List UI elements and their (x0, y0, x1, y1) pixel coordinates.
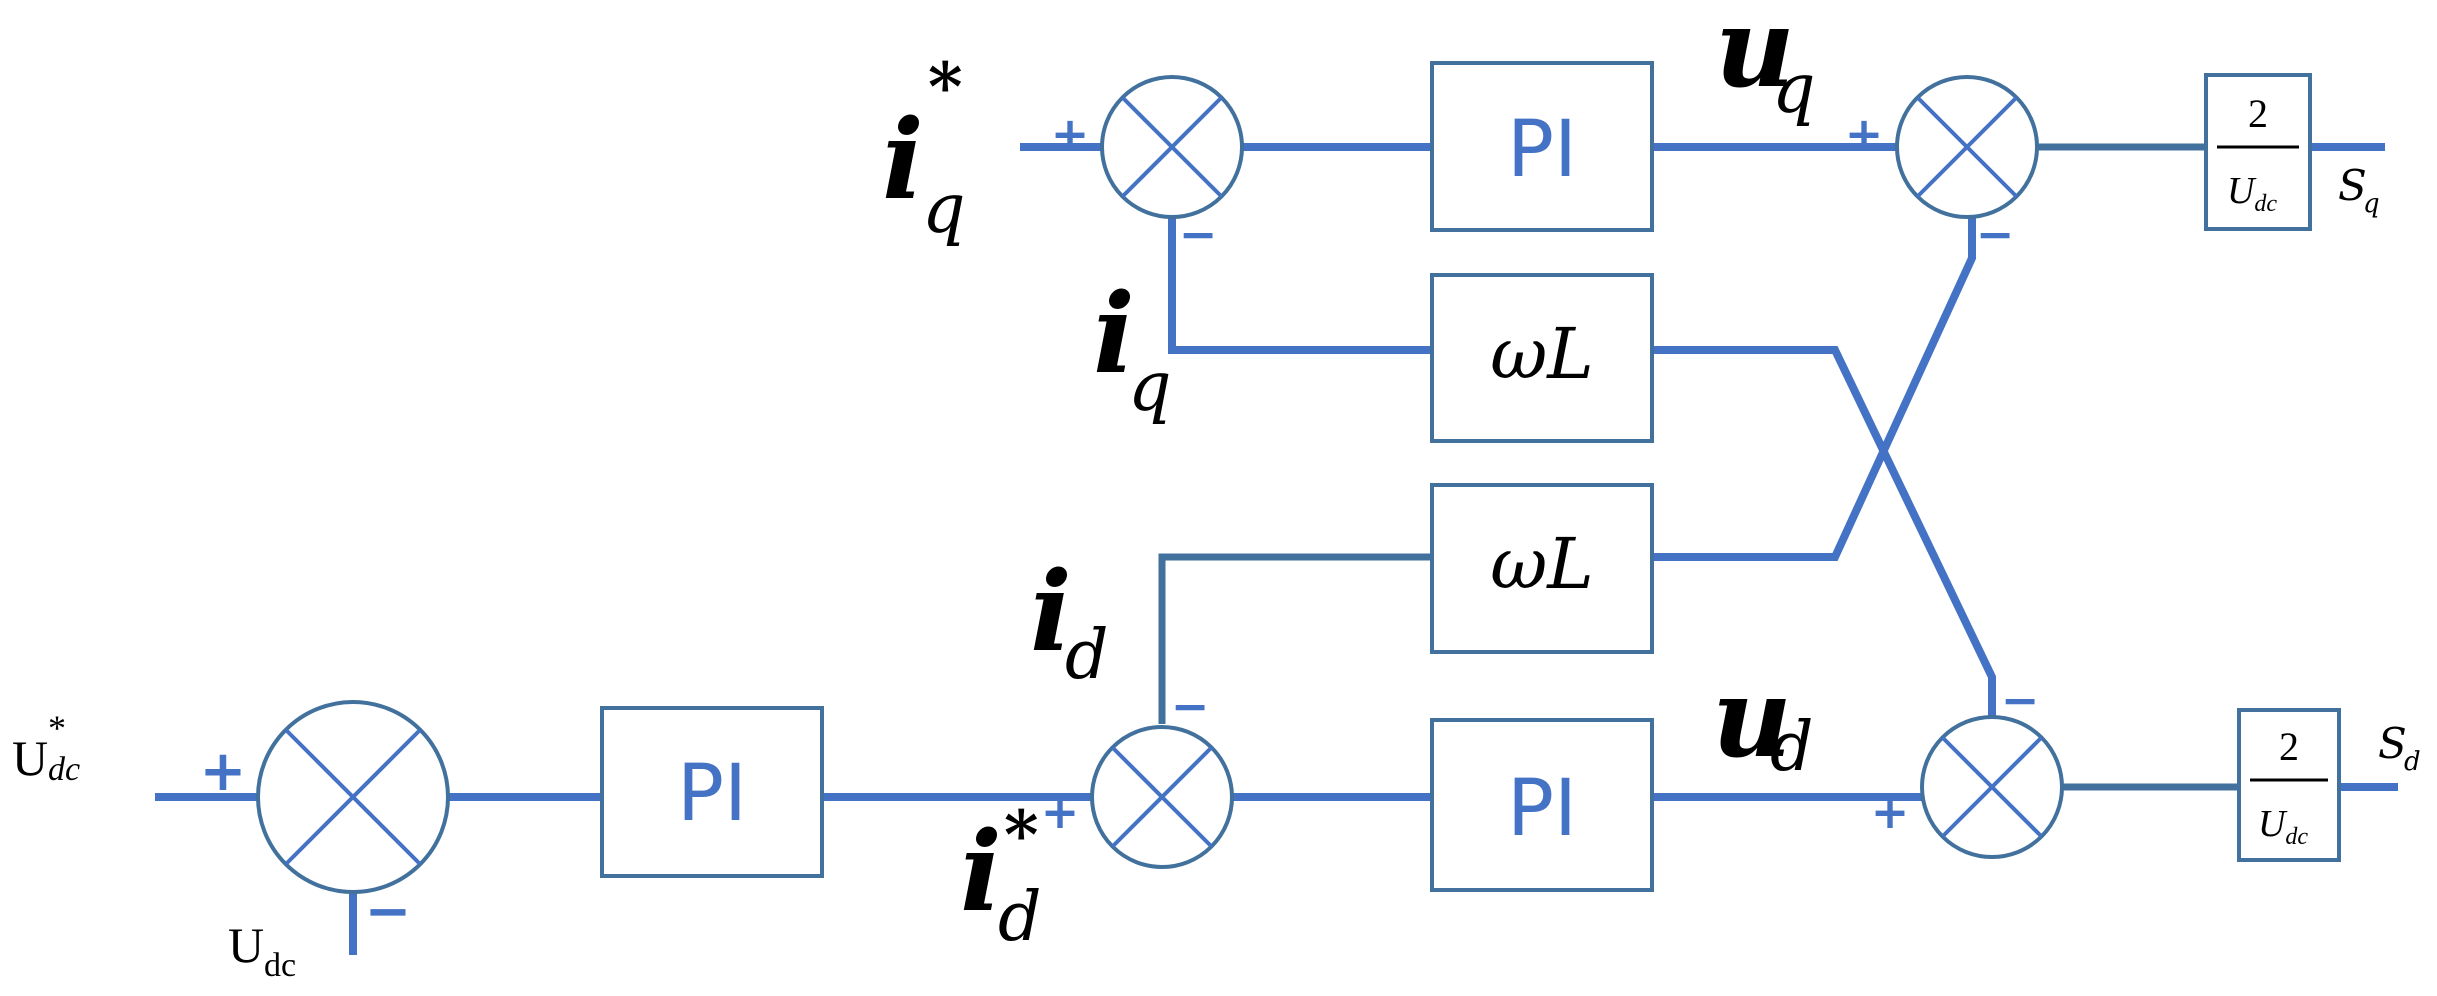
sign-minus-wl-q: − (1976, 207, 2015, 261)
svg-text:q: q (1772, 50, 1816, 129)
sign-plus-udc-ref: + (200, 739, 247, 804)
svg-text:u: u (1715, 0, 1795, 112)
svg-text:d: d (1065, 616, 1109, 695)
summing-junction-ud (1920, 715, 2064, 859)
svg-text:q: q (1128, 348, 1172, 427)
wire-cross-wlq-to-sum-d (1652, 346, 1996, 718)
svg-text:i: i (1093, 269, 1135, 398)
summing-junction-udc (256, 700, 450, 894)
sign-plus-iq-ref: + (1051, 107, 1090, 161)
svg-text:U: U (12, 730, 48, 786)
signs: + − + − + − − + − + (200, 107, 2040, 944)
pi-block-dc-label: PI (677, 749, 747, 839)
wire-cross-wld-to-sum-q (1652, 218, 1976, 561)
summing-junction-iq (1100, 75, 1244, 219)
svg-text:*: * (928, 48, 963, 126)
wl-block-d: ωL (1430, 483, 1654, 654)
svg-text:d: d (998, 878, 1042, 957)
svg-text:U: U (228, 917, 264, 973)
svg-text:S: S (2378, 719, 2407, 768)
pi-block-q-label: PI (1507, 105, 1577, 195)
signal-label-udc-ref: U * dc (12, 708, 80, 788)
sign-minus-id: − (1171, 679, 1210, 733)
svg-text:q: q (922, 170, 966, 249)
svg-text:d: d (1770, 708, 1814, 787)
signal-label-iq: i q (1093, 269, 1172, 427)
gain-block-q: 2 Udc (2204, 73, 2312, 231)
sign-plus-ud: + (1871, 785, 1910, 839)
wl-block-q: ωL (1430, 273, 1654, 443)
wires (155, 143, 2398, 955)
wire-iq-feedback (1168, 218, 1432, 354)
svg-text:u: u (1712, 653, 1792, 782)
gain-q-denominator: Udc (2227, 170, 2277, 217)
sign-plus-uq: + (1845, 107, 1884, 161)
sign-plus-id-ref: + (1041, 785, 1080, 839)
svg-text:*: * (1004, 796, 1039, 874)
wl-block-d-label: ωL (1490, 523, 1594, 605)
svg-text:d: d (2404, 747, 2421, 777)
svg-text:q: q (2363, 189, 2380, 219)
gain-q-numerator: 2 (2248, 91, 2268, 136)
signal-label-id-ref: i * d (960, 796, 1042, 957)
sign-minus-udc: − (365, 879, 412, 944)
svg-text:*: * (48, 708, 66, 748)
wl-block-q-label: ωL (1490, 313, 1594, 395)
pi-block-d: PI (1430, 718, 1654, 892)
signal-label-ud: u d (1712, 653, 1814, 787)
pi-block-dc: PI (600, 706, 824, 878)
summing-junction-uq (1895, 75, 2039, 219)
svg-text:i: i (960, 807, 1002, 936)
gain-d-numerator: 2 (2279, 724, 2299, 769)
signal-label-sq: S q (2338, 161, 2380, 219)
sign-minus-wl-d: − (2001, 673, 2040, 727)
wire-id-feedback (1158, 553, 1432, 724)
signal-label-id: i d (1030, 547, 1109, 695)
pi-block-d-label: PI (1507, 764, 1577, 854)
gain-d-denominator: Udc (2258, 803, 2308, 850)
summing-junction-id (1090, 725, 1234, 869)
svg-text:i: i (1030, 547, 1072, 676)
signal-label-uq: u q (1715, 0, 1816, 129)
pi-block-q: PI (1430, 61, 1654, 232)
signal-label-sd: S d (2378, 719, 2421, 777)
gain-block-d: 2 Udc (2237, 708, 2341, 862)
svg-text:dc: dc (48, 751, 80, 788)
svg-text:i: i (882, 95, 924, 224)
sign-minus-iq: − (1179, 207, 1218, 261)
signal-label-udc: U dc (228, 917, 296, 984)
signal-label-iq-ref: i * q (882, 48, 966, 249)
svg-text:S: S (2338, 161, 2367, 210)
svg-text:dc: dc (264, 947, 296, 984)
